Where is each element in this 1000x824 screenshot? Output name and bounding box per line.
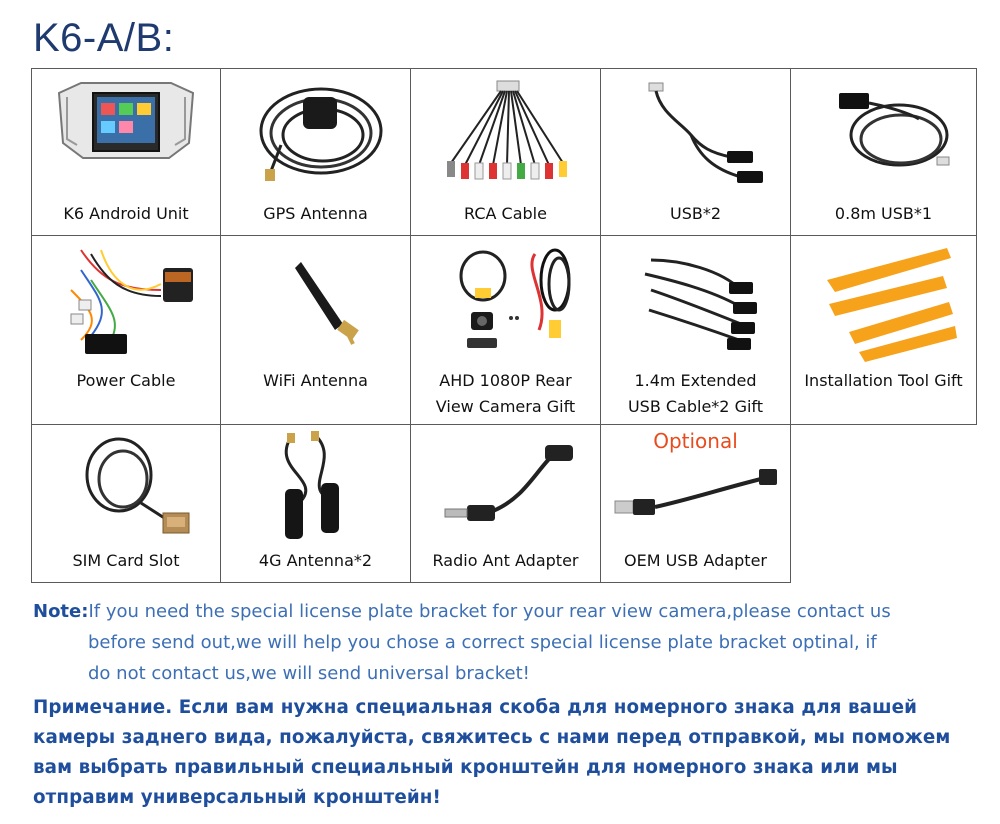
power-cable-icon bbox=[70, 249, 193, 354]
item-label: RCA Cable bbox=[464, 204, 547, 223]
camera-icon bbox=[459, 248, 570, 348]
item-wifi-antenna: WiFi Antenna bbox=[220, 235, 411, 425]
rca-cable-icon bbox=[446, 80, 567, 180]
note-english: Note:If you need the special license pla… bbox=[33, 596, 983, 689]
item-oem-usb-adapter: Optional OEM USB Adapter bbox=[600, 424, 791, 583]
item-label: Installation Tool Gift bbox=[804, 371, 963, 390]
lte-antenna-icon bbox=[284, 431, 339, 539]
item-usb-08m: 0.8m USB*1 bbox=[790, 68, 977, 236]
item-label-line2: USB Cable*2 Gift bbox=[627, 397, 764, 416]
note-ru-line3: вам выбрать правильный специальный кронш… bbox=[33, 757, 898, 778]
item-label: 4G Antenna*2 bbox=[258, 551, 373, 570]
usb-cable-icon bbox=[648, 82, 763, 183]
item-label: AHD 1080P Rear View Camera Gift bbox=[411, 368, 600, 420]
page-title: K6-A/B: bbox=[33, 16, 175, 60]
item-rca-cable: RCA Cable bbox=[410, 68, 601, 236]
sim-slot-icon bbox=[85, 437, 190, 534]
optional-badge: Optional bbox=[653, 429, 738, 453]
item-label: OEM USB Adapter bbox=[624, 551, 767, 570]
note-ru-line1: Примечание. Если вам нужна специальная с… bbox=[33, 697, 918, 718]
item-label: USB*2 bbox=[669, 204, 722, 223]
pry-tool-icon bbox=[826, 248, 957, 362]
oem-usb-icon bbox=[614, 469, 777, 515]
gps-antenna-icon bbox=[259, 87, 382, 181]
item-label: 0.8m USB*1 bbox=[834, 204, 933, 223]
item-installation-tool: Installation Tool Gift bbox=[790, 235, 977, 425]
item-label-line1: 1.4m Extended bbox=[634, 371, 757, 390]
item-label: WiFi Antenna bbox=[263, 371, 368, 390]
note-text-1: If you need the special license plate br… bbox=[88, 601, 891, 622]
note-russian: Примечание. Если вам нужна специальная с… bbox=[33, 693, 983, 813]
package-contents-grid: K6 Android Unit GPS Antenna bbox=[31, 68, 977, 583]
android-unit-icon bbox=[57, 82, 195, 159]
note-line1: Note:If you need the special license pla… bbox=[33, 596, 983, 627]
note-ru-line2: камеры заднего вида, пожалуйста, свяжите… bbox=[33, 727, 951, 748]
note-line3: do not contact us,we will send universal… bbox=[88, 663, 530, 684]
item-label: Power Cable bbox=[76, 371, 176, 390]
item-label: 1.4m Extended USB Cable*2 Gift bbox=[601, 368, 790, 420]
wifi-antenna-icon bbox=[294, 262, 359, 345]
item-label: K6 Android Unit bbox=[63, 204, 189, 223]
item-usb-extended: 1.4m Extended USB Cable*2 Gift bbox=[600, 235, 791, 425]
item-4g-antenna: 4G Antenna*2 bbox=[220, 424, 411, 583]
item-radio-ant-adapter: Radio Ant Adapter bbox=[410, 424, 601, 583]
usb-cable-icon bbox=[838, 93, 949, 167]
item-label-line2: View Camera Gift bbox=[435, 397, 576, 416]
note-label: Note: bbox=[33, 601, 89, 622]
item-label-line1: AHD 1080P Rear bbox=[439, 371, 572, 390]
radio-adapter-icon bbox=[444, 445, 573, 521]
item-rear-camera: AHD 1080P Rear View Camera Gift bbox=[410, 235, 601, 425]
item-label: Radio Ant Adapter bbox=[432, 551, 579, 570]
item-gps-antenna: GPS Antenna bbox=[220, 68, 411, 236]
item-android-unit: K6 Android Unit bbox=[31, 68, 221, 236]
item-label: SIM Card Slot bbox=[72, 551, 180, 570]
item-usb-2: USB*2 bbox=[600, 68, 791, 236]
item-sim-card-slot: SIM Card Slot bbox=[31, 424, 221, 583]
item-label: GPS Antenna bbox=[263, 204, 368, 223]
item-power-cable: Power Cable bbox=[31, 235, 221, 425]
usb-cable-icon bbox=[644, 258, 757, 350]
note-line2: before send out,we will help you chose a… bbox=[88, 632, 877, 653]
note-ru-line4: отправим универсальный кронштейн! bbox=[33, 787, 441, 808]
